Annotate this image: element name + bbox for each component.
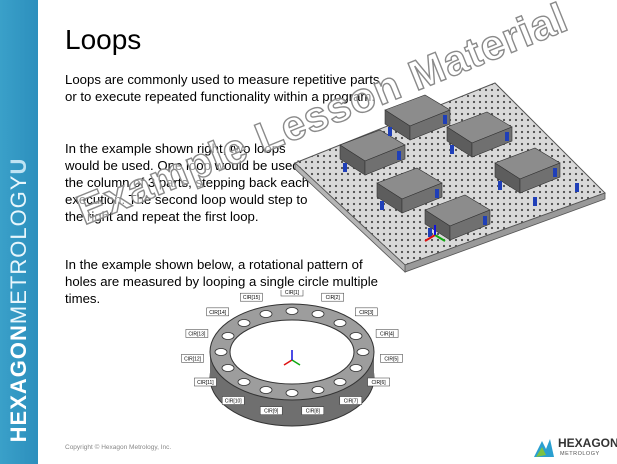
ring-label-text: CIR[6] [372,380,387,386]
ring-label: CIR[2] [321,292,344,302]
ring-label-text: CIR[2] [326,295,341,301]
ring-label-text: CIR[5] [384,356,399,362]
ring-label: CIR[11] [194,377,217,387]
ring-label: CIR[1] [280,290,304,297]
paragraph-example-below: In the example shown below, a rotational… [65,257,379,306]
ring-label: CIR[7] [339,396,363,405]
copyright-footer: Copyright © Hexagon Metrology, Inc. [65,444,172,451]
ring-label-text: CIR[10] [225,399,243,405]
ring-label: CIR[12] [181,354,204,363]
ring-label: CIR[10] [221,396,245,405]
slide-title: Loops [65,24,142,55]
fixture-plate-illustration [294,82,606,273]
ring-label: CIR[4] [375,329,399,338]
ring-label-text: CIR[7] [344,399,359,405]
ring-label-text: CIR[8] [306,409,321,415]
ring-label: CIR[13] [185,329,209,338]
clamp-markers [343,115,579,237]
hexagon-logo-icon [534,439,554,457]
sidebar: HEXAGONMETROLOGYU [0,0,38,464]
sidebar-brand-text: HEXAGONMETROLOGYU [6,158,32,443]
ring-label: CIR[14] [206,307,229,317]
paragraph-intro: Loops are commonly used to measure repet… [65,72,380,104]
axis-triad [424,225,446,242]
ring-label-text: CIR[12] [184,356,202,362]
ring-label: CIR[9] [259,406,283,415]
ring-label-text: CIR[14] [209,310,227,316]
ring-label-layer: CIR[1] CIR[2] CIR[3] CIR[4] CIR[5] CIR[6] CIR[… [181,290,403,415]
ring-label: CIR[6] [367,377,390,387]
paragraph-example-right: In the example shown right, two loops wo… [65,141,319,224]
ring-label-text: CIR[11] [197,380,214,386]
ring-label-text: CIR[15] [243,295,261,301]
circle-pattern-illustration: CIR[1] CIR[2] CIR[3] CIR[4] CIR[5] CIR[6] CIR[… [181,290,403,427]
ring-label: CIR[5] [380,354,403,363]
part-block [376,167,443,214]
brand-u: U [6,157,31,175]
brand-metrology: METROLOGY [6,174,31,325]
logo-text: HEXAGON [558,436,617,450]
ring-axis-triad [283,350,301,366]
ring-label-text: CIR[4] [380,331,395,337]
part-block [494,147,561,194]
ring-label: CIR[15] [240,292,263,302]
ring-label: CIR[3] [355,307,378,317]
brand-hexagon: HEXAGON [6,324,31,443]
part-block [339,129,406,176]
ring-label-text: CIR[3] [359,310,374,316]
ring-label-text: CIR[1] [285,290,300,296]
part-block [446,111,513,158]
ring-label: CIR[8] [301,406,325,415]
logo-subtext: METROLOGY [560,451,600,457]
part-block [384,94,451,141]
ring-label-text: CIR[9] [264,409,279,415]
ring-holes [214,307,370,397]
part-block [424,194,491,241]
ring-label-text: CIR[13] [188,331,206,337]
